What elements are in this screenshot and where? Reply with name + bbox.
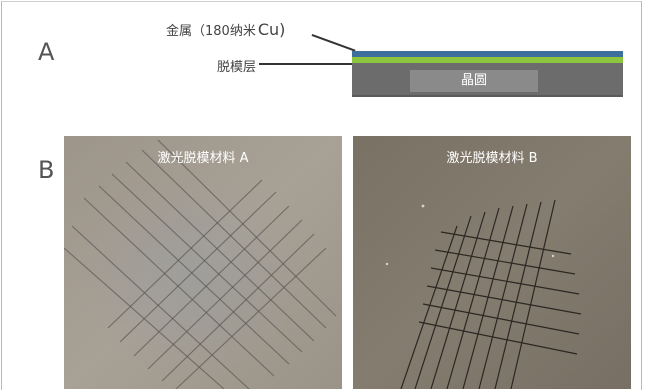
- release-layer: [352, 57, 623, 63]
- photo-material-b: 激光脱模材料 B: [353, 136, 631, 389]
- release-leader-line: [259, 63, 354, 65]
- photo-b-title: 激光脱模材料 B: [446, 151, 538, 166]
- metal-layer: [352, 51, 623, 57]
- metal-layer-label-text: 金属（180纳米: [166, 24, 256, 39]
- photo-material-a: 激光脱模材料 A: [64, 136, 342, 389]
- photo-a-grid-image: [64, 136, 342, 389]
- photo-a-title: 激光脱模材料 A: [157, 151, 249, 166]
- release-layer-label: 脱模层: [217, 60, 257, 75]
- panel-b-letter: B: [38, 156, 55, 184]
- photo-b-background: [353, 136, 631, 389]
- wafer-label: 晶圆: [410, 70, 538, 92]
- metal-layer-label-cu: Cu): [257, 20, 286, 39]
- photo-b-grid-image: [353, 136, 631, 389]
- panel-a-letter: A: [38, 38, 55, 66]
- wafer-layer: 晶圆: [352, 63, 623, 97]
